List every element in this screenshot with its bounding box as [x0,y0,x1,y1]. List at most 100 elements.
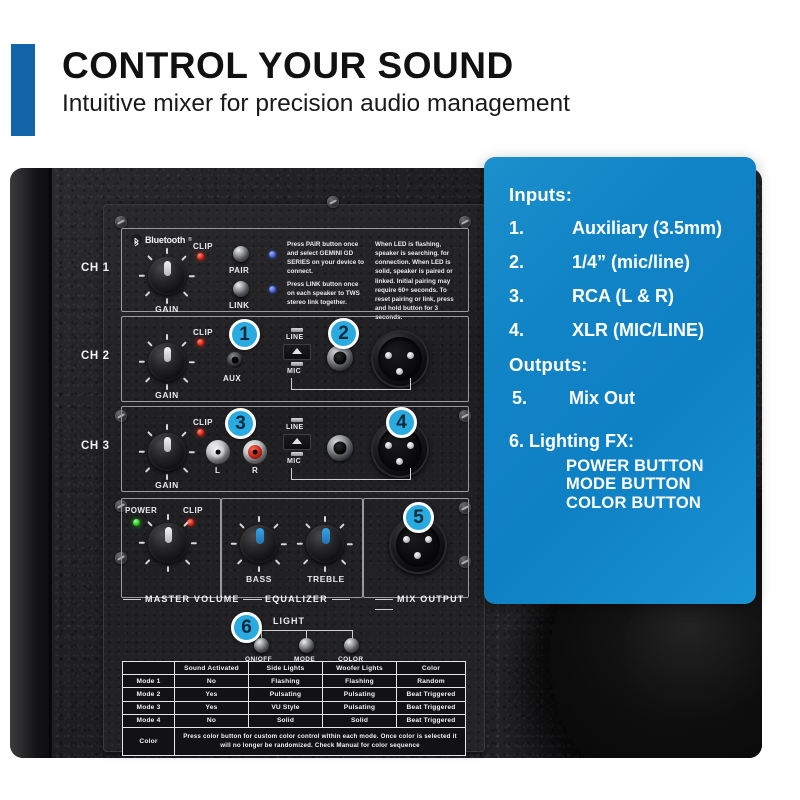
cell-sound: No [174,713,249,728]
output-5-label: Mix Out [569,388,635,408]
rca-right-label: R [252,466,259,475]
inputs-outputs-info-panel: Inputs: 1. Auxiliary (3.5mm) 2. 1/4” (mi… [484,157,756,604]
lighting-fx-button-list: POWER BUTTON MODE BUTTON COLOR BUTTON [509,457,756,512]
ch3-switch-cap-bottom [291,452,303,456]
aux-input-jack[interactable] [227,352,243,368]
screw-icon [115,216,127,228]
bluetooth-branding: Bluetooth ® [131,234,192,247]
lighting-mode-table: Sound Activated Side Lights Woofer Light… [122,660,466,756]
master-clip-label: CLIP [183,506,203,515]
cell-side: Flashing [248,674,323,689]
table-col-2: Side Lights [248,660,323,676]
ch2-mic-label: MIC [287,368,302,375]
input-4-label: XLR (MIC/LINE) [572,320,704,340]
master-clip-led [187,519,194,526]
power-label: POWER [125,506,158,515]
light-mode-button[interactable] [299,638,314,653]
cell-sound: Yes [174,700,249,715]
ch2-switch-cap-top [291,328,303,332]
channel-3-section [121,406,469,492]
light-group-label: LIGHT [273,616,305,626]
ch1-clip-led [197,253,204,260]
callout-badge-6: 6 [231,612,262,643]
link-status-led [269,286,276,293]
master-volume-knob[interactable] [138,514,197,572]
ch2-trs-quarter-inch-jack[interactable] [327,345,353,371]
pair-status-led [269,251,276,258]
rca-right-jack[interactable] [243,440,267,464]
ch3-gain-label: GAIN [155,480,179,490]
table-footer-label: Color [122,726,175,756]
ch3-mic-label: MIC [287,458,302,465]
input-list-item-3: 3. RCA (L & R) [509,286,756,307]
master-volume-section [121,498,221,598]
light-bracket [261,630,353,640]
channel-2-label: CH 2 [81,350,110,362]
input-3-label: RCA (L & R) [572,286,674,306]
light-color-label: COLOR [338,656,364,663]
ch3-trs-quarter-inch-jack[interactable] [327,435,353,461]
light-onoff-label: ON/OFF [245,656,272,663]
pair-label: PAIR [229,266,250,275]
ch2-clip-label: CLIP [193,328,213,337]
lighting-fx-heading: 6. Lighting FX: [509,431,634,451]
equalizer-section-label: EQUALIZER [239,594,354,604]
light-onoff-button[interactable] [254,638,269,653]
input-4-number: 4. [509,320,525,340]
pair-button[interactable] [233,246,249,262]
bass-label: BASS [245,574,273,584]
channel-2-section [121,316,469,402]
input-list-item-4: 4. XLR (MIC/LINE) [509,320,756,341]
ch3-clip-led [197,429,204,436]
ch1-gain-label: GAIN [155,304,179,314]
input-2-number: 2. [509,252,525,272]
ch3-clip-label: CLIP [193,418,213,427]
cell-mode: Mode 2 [122,687,175,702]
screw-icon [459,216,471,228]
link-button[interactable] [233,281,249,297]
light-color-button[interactable] [344,638,359,653]
mix-output-section [363,498,469,598]
cell-sound: No [174,674,249,689]
callout-badge-3: 3 [225,408,256,439]
rca-left-jack[interactable] [206,440,230,464]
ch1-clip-label: CLIP [193,242,213,251]
cell-sound: Yes [174,687,249,702]
cell-side: Solid [248,713,323,728]
table-footer-row: Color Press color button for custom colo… [122,726,466,756]
ch2-gain-knob[interactable] [138,334,195,390]
page-title: CONTROL YOUR SOUND [62,45,514,86]
ch2-input-bracket [291,378,411,390]
ch2-line-label: LINE [286,334,304,341]
input-1-label: Auxiliary (3.5mm) [572,218,723,238]
page-subtitle: Intuitive mixer for precision audio mana… [62,90,570,117]
ch2-switch-cap-bottom [291,362,303,366]
led-status-instructions: When LED is flashing, speaker is searchi… [375,241,454,321]
cell-color: Random [396,674,466,689]
bass-knob[interactable] [230,516,287,572]
input-1-number: 1. [509,218,525,238]
bluetooth-icon [131,234,142,247]
cell-side: Pulsating [248,687,323,702]
callout-badge-5: 5 [403,502,434,533]
cell-woofer: Pulsating [322,687,397,702]
outputs-heading: Outputs: [509,354,588,375]
table-header-row: Sound Activated Side Lights Woofer Light… [122,660,466,676]
page-header: CONTROL YOUR SOUND Intuitive mixer for p… [0,0,800,145]
ch3-gain-knob[interactable] [138,424,195,480]
treble-knob[interactable] [296,516,353,572]
ch2-xlr-jack[interactable] [371,330,429,388]
cabinet-left-bevel [10,168,52,758]
cell-woofer: Flashing [322,674,397,689]
ch1-gain-knob[interactable] [138,248,195,304]
ch2-clip-led [197,339,204,346]
input-list-item-2: 2. 1/4” (mic/line) [509,252,756,273]
fx-item-mode-button: MODE BUTTON [566,475,691,494]
screw-icon [327,196,339,208]
fx-item-color-button: COLOR BUTTON [566,493,702,512]
fx-item-power-button: POWER BUTTON [566,457,704,475]
output-5-number: 5. [512,388,528,408]
